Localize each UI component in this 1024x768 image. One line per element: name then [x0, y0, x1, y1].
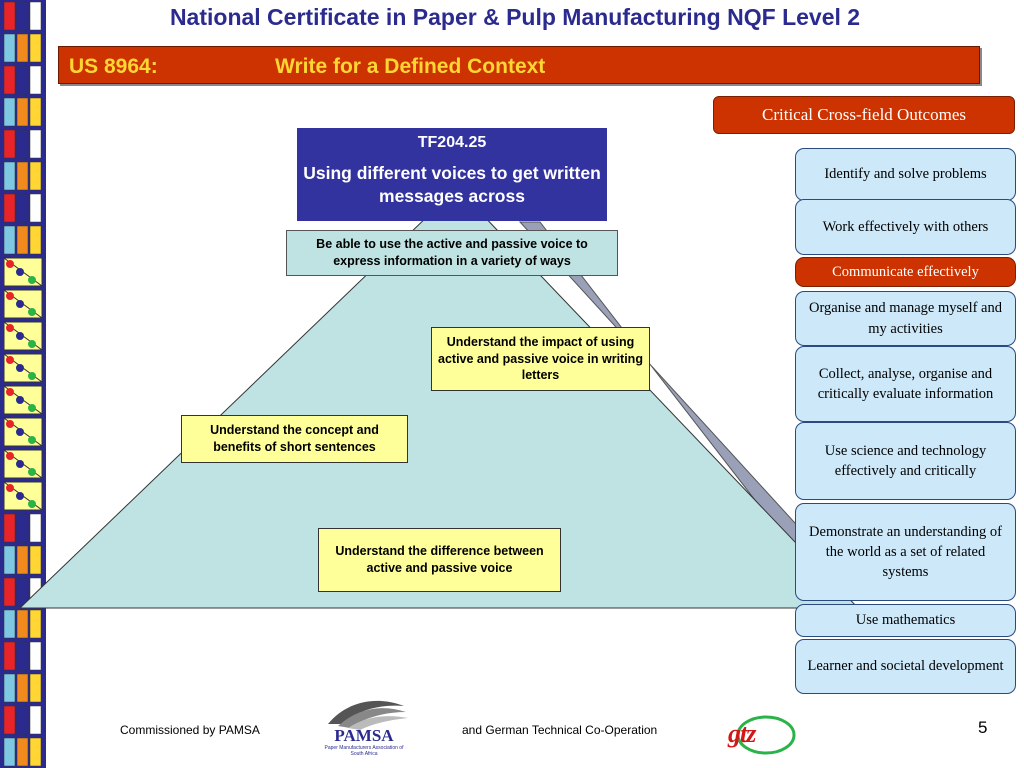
- outcome-item: Organise and manage myself and my activi…: [795, 291, 1016, 346]
- decorative-border-strip: [0, 0, 46, 768]
- gtz-logo-text: gtz: [728, 719, 756, 748]
- decorative-pattern-graphic: [0, 0, 46, 768]
- pamsa-swoosh-icon: [328, 700, 408, 730]
- page-number: 5: [978, 718, 988, 737]
- topic-title: Using different voices to get written me…: [303, 163, 601, 206]
- outcome-item: Communicate effectively: [795, 257, 1016, 287]
- outcome-item: Collect, analyse, organise and criticall…: [795, 346, 1016, 422]
- pyramid-note-short-sentences: Understand the concept and benefits of s…: [181, 415, 408, 463]
- pyramid-note-impact-letters: Understand the impact of using active an…: [431, 327, 650, 391]
- pamsa-logo-subtext: Paper Manufacturers Association of South…: [324, 745, 404, 757]
- gtz-ring-icon: [736, 715, 796, 755]
- outcome-item: Learner and societal development: [795, 639, 1016, 694]
- pyramid-note-active-passive-usage: Be able to use the active and passive vo…: [286, 230, 618, 276]
- outcome-item: Use mathematics: [795, 604, 1016, 637]
- topic-box: TF204.25 Using different voices to get w…: [297, 128, 607, 221]
- pyramid-shape: [18, 187, 860, 609]
- topic-code: TF204.25: [417, 134, 487, 151]
- pamsa-logo: PAMSA Paper Manufacturers Association of…: [318, 690, 410, 760]
- outcomes-header: Critical Cross-field Outcomes: [713, 96, 1015, 134]
- page-title: National Certificate in Paper & Pulp Man…: [169, 4, 861, 30]
- outcome-item: Demonstrate an understanding of the worl…: [795, 503, 1016, 601]
- unit-standard-bar: US 8964: Write for a Defined Context: [58, 46, 980, 84]
- footer-cooperation: and German Technical Co-Operation: [462, 723, 658, 737]
- unit-name: Write for a Defined Context: [275, 55, 546, 78]
- unit-code: US 8964:: [69, 55, 158, 78]
- pamsa-logo-text: PAMSA: [334, 726, 394, 745]
- gtz-logo: gtz: [726, 713, 798, 757]
- outcome-item: Use science and technology effectively a…: [795, 422, 1016, 500]
- outcome-item: Identify and solve problems: [795, 148, 1016, 201]
- pyramid-note-voice-difference: Understand the difference between active…: [318, 528, 561, 592]
- footer-commissioned: Commissioned by PAMSA: [120, 723, 260, 737]
- outcome-item: Work effectively with others: [795, 199, 1016, 255]
